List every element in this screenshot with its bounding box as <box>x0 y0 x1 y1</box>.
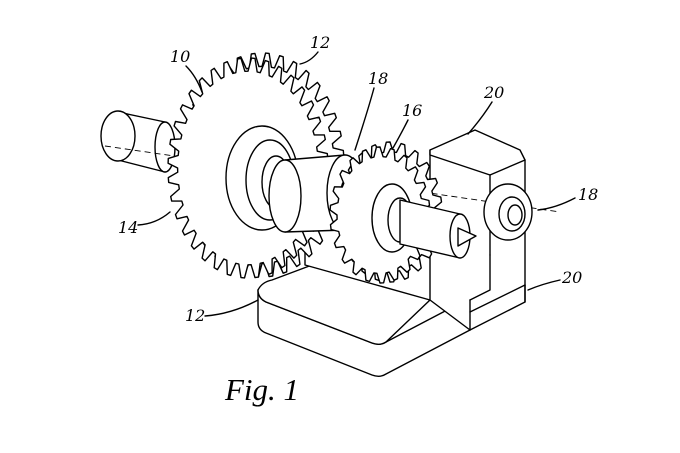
figure-caption: Fig. 1 <box>224 372 299 407</box>
label-large-gear-top: 12 <box>310 33 330 52</box>
label-block-top: 20 <box>483 83 504 102</box>
label-shaft-right: 18 <box>578 185 598 204</box>
label-base: 12 <box>185 306 205 325</box>
label-large-gear: 10 <box>170 47 190 66</box>
label-shaft-center: 18 <box>368 69 388 88</box>
label-shaft-end: 14 <box>118 218 138 237</box>
label-small-gear: 16 <box>402 101 422 120</box>
label-block-bottom: 20 <box>561 268 582 287</box>
